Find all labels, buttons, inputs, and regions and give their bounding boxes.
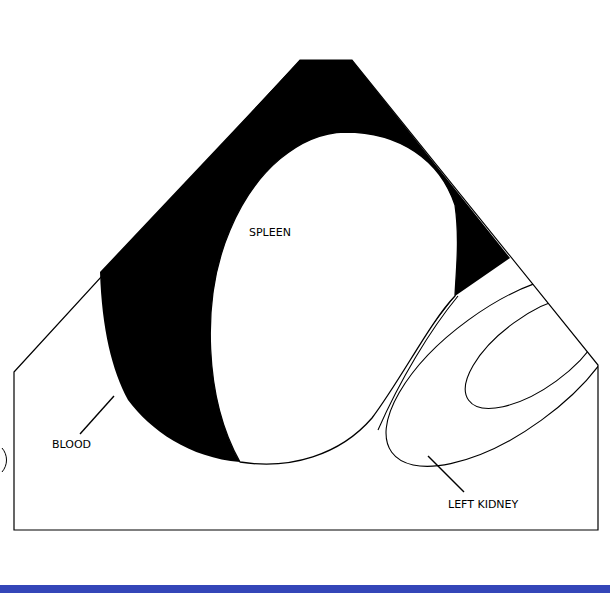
leader-line <box>80 396 114 434</box>
scan-sector <box>14 60 598 530</box>
footer-bar <box>0 585 610 593</box>
kidney-outline <box>355 238 610 503</box>
organ-label: SPLEEN <box>247 226 293 239</box>
spleen-outline <box>210 132 457 464</box>
edge-mark <box>2 448 7 472</box>
organ-label: LEFT KIDNEY <box>446 498 520 511</box>
organ-label: BLOOD <box>50 438 93 451</box>
leader-line <box>428 456 464 492</box>
